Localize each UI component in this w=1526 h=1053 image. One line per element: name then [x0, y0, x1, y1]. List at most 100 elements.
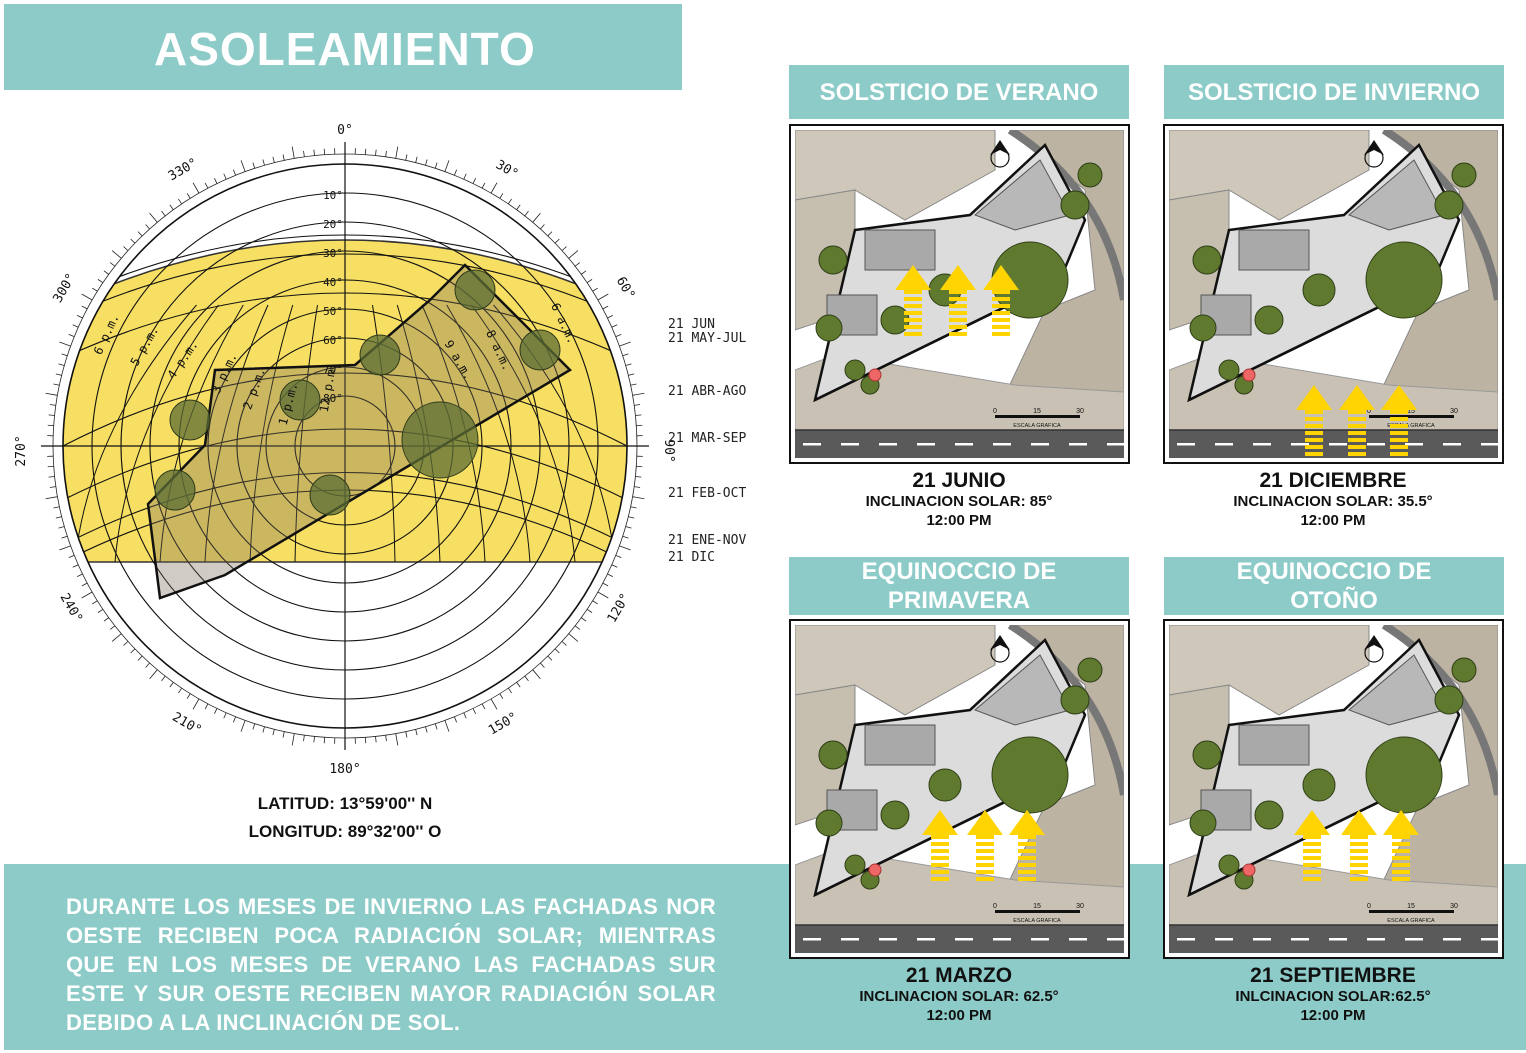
degree-tick — [434, 162, 438, 169]
tree-icon — [359, 334, 401, 376]
caption-time: 12:00 PM — [926, 512, 992, 529]
degree-tick — [630, 383, 637, 386]
sun-arrow-stripe — [1392, 856, 1410, 860]
degree-tick — [111, 250, 122, 259]
sun-arrow-stripe — [1305, 452, 1323, 456]
degree-tick — [48, 476, 55, 478]
sun-arrow-stripe — [1303, 849, 1321, 853]
degree-tick — [632, 392, 645, 396]
degree-tick — [214, 177, 218, 184]
tree-icon — [454, 269, 496, 311]
degree-tick — [561, 246, 567, 251]
description-text: DURANTE LOS MESES DE INVIERNO LAS FACHAD… — [66, 894, 716, 1035]
hour-line — [493, 304, 616, 563]
degree-tick — [149, 212, 158, 223]
sun-arrow-stripe — [931, 835, 949, 839]
tree-icon — [1302, 768, 1336, 802]
sun-arrow-stripe — [1303, 835, 1321, 839]
north-arrow-ring — [990, 643, 1010, 663]
scale-tick-label: 30 — [1076, 903, 1084, 910]
sun-arrow-stripe — [904, 311, 922, 315]
degree-tick — [405, 154, 408, 161]
degree-tick — [454, 716, 458, 723]
degree-tick — [615, 555, 622, 559]
sun-arrow-stripe — [1350, 870, 1368, 874]
degree-tick — [592, 600, 598, 605]
tree-icon — [1218, 359, 1240, 381]
tree-icon — [1254, 800, 1284, 830]
sun-arrow-stripe — [1305, 424, 1323, 428]
tree-icon — [1060, 190, 1090, 220]
degree-tick — [628, 373, 635, 376]
sun-arrow-stripe — [1392, 842, 1410, 846]
caption-time: 12:00 PM — [1300, 1007, 1366, 1024]
degree-tick — [415, 729, 418, 736]
neighbour-block — [795, 625, 996, 716]
degree-tick — [622, 353, 629, 357]
panel-title-spring: EQUINOCCIO DE PRIMAVERA — [789, 557, 1129, 615]
scale-tick-label: 30 — [1076, 408, 1084, 415]
degree-tick — [619, 341, 631, 347]
degree-tick — [61, 535, 68, 539]
street-marking — [1329, 443, 1347, 446]
sun-arrow-stripe — [992, 304, 1010, 308]
sun-arrow-head — [1341, 810, 1377, 835]
degree-tick — [178, 198, 183, 205]
tree-icon — [1192, 245, 1222, 275]
date-label-jun: 21 JUN — [668, 317, 715, 332]
date-label-abr-ago: 21 ABR-AGO — [668, 384, 747, 399]
tree-icon — [844, 854, 866, 876]
tree-icon — [519, 329, 561, 371]
tree-icon — [1077, 162, 1103, 188]
sun-arrow-head — [1381, 385, 1417, 410]
sun-arrow-icon — [983, 265, 1019, 336]
tree-icon — [1077, 657, 1103, 683]
street-marking — [803, 938, 821, 941]
tree-icon — [1451, 657, 1477, 683]
sun-path-group: 0°180°270°90°30°60°120°150°210°240°300°3… — [14, 123, 676, 777]
degree-tick — [252, 162, 256, 169]
neighbour-block — [1169, 625, 1370, 716]
degree-tick — [622, 535, 629, 539]
degree-tick — [375, 149, 377, 156]
tree-icon — [309, 474, 351, 516]
degree-tick — [507, 198, 512, 205]
degree-tick — [55, 373, 62, 376]
sun-arrow-stripe — [1305, 410, 1323, 414]
title-banner: ASOLEAMIENTO — [4, 4, 682, 90]
altitude-label: 40° — [323, 276, 343, 289]
degree-tick — [434, 723, 438, 730]
date-label-may-jul: 21 MAY-JUL — [668, 331, 747, 346]
sun-arrow-stripe — [992, 318, 1010, 322]
hour-line — [114, 304, 219, 563]
sun-arrow-stripe — [904, 290, 922, 294]
sun-arrow-stripe — [949, 311, 967, 315]
date-label-ene-nov: 21 ENE-NOV — [668, 533, 747, 548]
sun-arrow-stripe — [1348, 438, 1366, 442]
tree-icon — [818, 245, 848, 275]
sun-arrow-stripe — [1305, 417, 1323, 421]
scale-bar — [1369, 415, 1454, 418]
scale-tick-label: 30 — [1450, 408, 1458, 415]
degree-tick — [611, 324, 618, 328]
sun-arrow-stripe — [1350, 849, 1368, 853]
degree-label: 330° — [166, 156, 201, 185]
sun-arrow-stripe — [1350, 835, 1368, 839]
north-arrow-icon — [1364, 635, 1384, 650]
sun-arrow-stripe — [1390, 452, 1408, 456]
altitude-label: 80° — [323, 392, 343, 405]
street-marking — [1215, 938, 1233, 941]
degree-label: 30° — [493, 157, 521, 182]
tree-icon — [1365, 241, 1443, 319]
sun-arrow-stripe — [992, 297, 1010, 301]
street-marking — [1253, 443, 1271, 446]
degree-tick — [72, 324, 79, 328]
degree-tick — [161, 675, 166, 682]
north-arrow-icon — [1364, 140, 1384, 155]
street-marking — [1329, 938, 1347, 941]
sun-arrow-stripe — [1305, 431, 1323, 435]
scale-tick-label: 0 — [993, 903, 997, 910]
sun-arrow-icon — [967, 810, 1003, 881]
page-title: ASOLEAMIENTO — [154, 23, 536, 75]
